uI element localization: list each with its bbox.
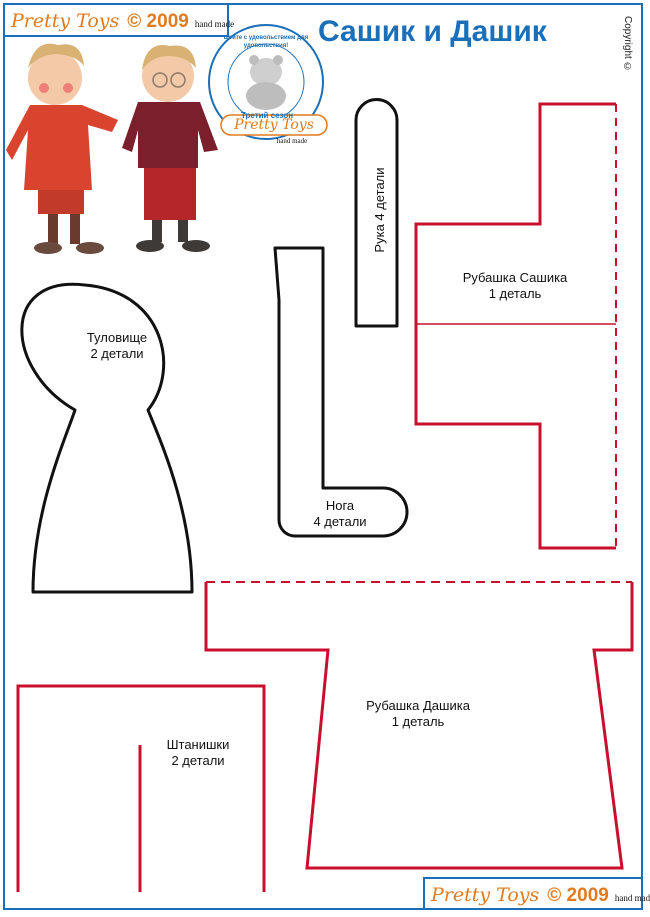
page-title: Сашик и Дашик [318,15,547,48]
pants-piece-name: Штанишки [166,737,230,752]
body-piece-count: 2 детали [90,346,144,361]
brand-logo-top: Pretty Toys © 2009 hand made [3,3,234,37]
body-piece-label: Туловище 2 детали [62,330,172,362]
leg-piece-count: 4 детали [313,514,367,529]
arm-piece-name: Рука 4 детали [372,167,387,253]
brand-name: Pretty Toys [11,10,120,32]
pretty-toys-stamp [208,24,328,140]
leg-pattern-outline [273,246,409,538]
stamp-brand: Pretty Toys [234,117,314,133]
shirt-dashik-piece-count: 1 деталь [391,714,445,729]
shirt-dashik-piece-label: Рубашка Дашика 1 деталь [350,698,486,730]
shirt-dashik-piece-name: Рубашка Дашика [366,698,470,713]
page-border [3,3,643,910]
leg-piece-label: Нога 4 детали [290,498,390,530]
body-piece-name: Туловище [86,330,148,345]
stamp-tagline: hand made [276,137,308,145]
shirt-sashik-piece-name: Рубашка Сашика [462,270,568,285]
pants-piece-count: 2 детали [171,753,225,768]
footer-brand-year: © 2009 [547,885,609,906]
doll-dashik-illustration [122,45,218,252]
body-pattern-outline [20,282,194,594]
stamp-ring-text: шейте с удовольствием для удовольствия! [223,35,309,49]
footer-brand-name: Pretty Toys [431,884,540,906]
shirt-dashik-pattern-outline [204,582,634,870]
brand-year: © 2009 [127,11,189,32]
footer-brand-tagline: hand made [614,893,650,903]
copyright-text: Copyright © [622,16,633,73]
arm-pattern-outline [354,98,399,328]
brand-logo-bottom: Pretty Toys © 2009 hand made [423,877,650,910]
shirt-sashik-piece-label: Рубашка Сашика 1 деталь [450,270,580,302]
pants-pattern-outline [16,684,266,892]
arm-piece-label: Рука 4 детали [372,160,388,260]
shirt-sashik-pattern-outline [414,102,616,550]
pants-piece-label: Штанишки 2 детали [148,737,248,769]
shirt-sashik-piece-count: 1 деталь [488,286,542,301]
brand-tagline: hand made [194,19,235,29]
leg-piece-name: Нога [325,498,355,513]
doll-sashik-illustration [6,43,118,254]
stamp-center-text: Третий сезон [240,111,294,120]
